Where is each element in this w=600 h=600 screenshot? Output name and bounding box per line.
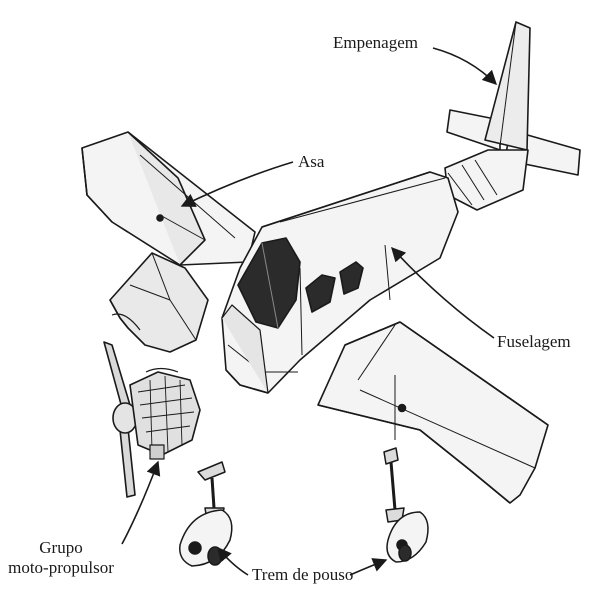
label-empenagem: Empenagem bbox=[333, 33, 418, 52]
label-grupo-moto-propulsor: Grupo moto-propulsor bbox=[2, 538, 120, 578]
arrow-trem-main bbox=[349, 558, 388, 576]
label-grupo-line1: Grupo bbox=[39, 538, 83, 557]
arrow-empenagem bbox=[432, 47, 498, 86]
arrow-asa bbox=[180, 161, 294, 207]
arrow-trem-nose bbox=[217, 546, 249, 576]
nose-landing-gear-part bbox=[179, 461, 233, 567]
empennage-part bbox=[444, 21, 581, 211]
label-asa: Asa bbox=[298, 152, 325, 171]
arrow-fuselagem bbox=[391, 246, 495, 339]
main-landing-gear-part bbox=[383, 447, 429, 563]
label-trem-de-pouso: Trem de pouso bbox=[252, 565, 354, 584]
leader-arrows bbox=[121, 47, 498, 576]
fuselage-part bbox=[221, 171, 459, 394]
right-wing-part bbox=[317, 321, 549, 504]
left-wing-part bbox=[81, 131, 256, 353]
label-fuselagem: Fuselagem bbox=[497, 332, 571, 351]
powerplant-part bbox=[103, 341, 201, 498]
arrow-grupo bbox=[121, 460, 161, 545]
label-grupo-line2: moto-propulsor bbox=[8, 558, 114, 577]
